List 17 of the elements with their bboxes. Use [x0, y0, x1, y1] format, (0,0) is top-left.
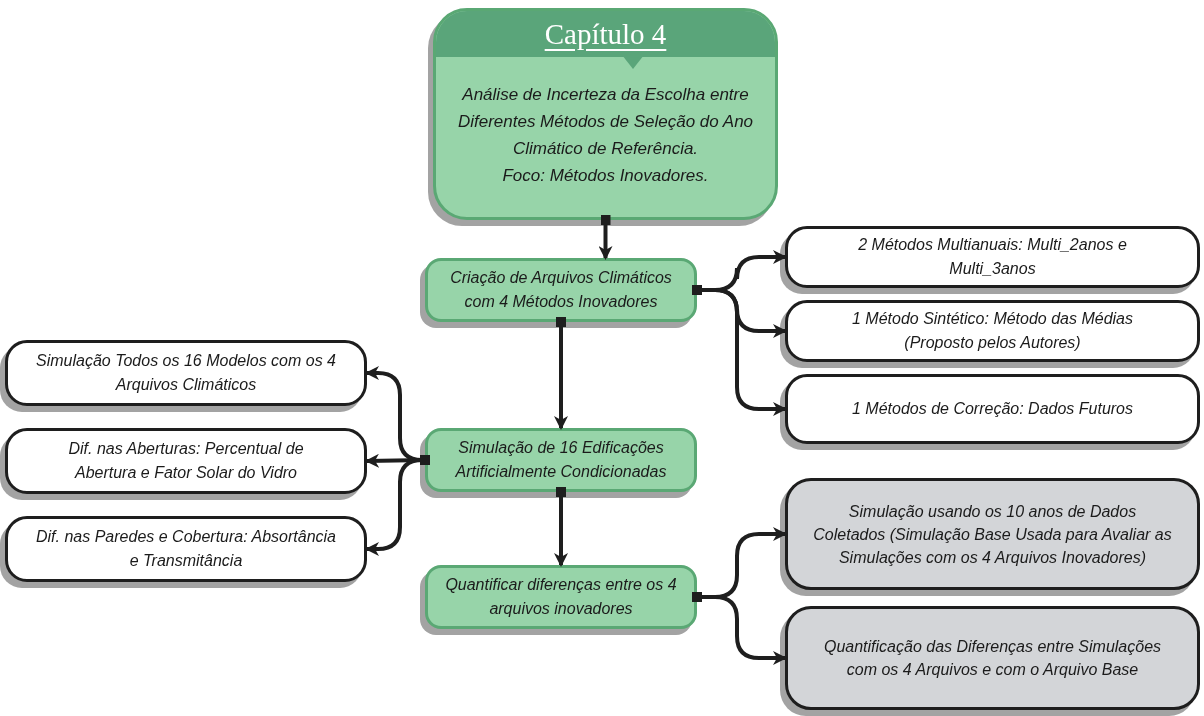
node-label: Dif. nas Paredes e Cobertura: Absortância e Transmitância	[35, 527, 337, 571]
node-label: 1 Métodos de Correção: Dados Futuros	[851, 399, 1134, 419]
node-label: Simulação Todos os 16 Modelos com os 4 Arquivos Climáticos	[35, 351, 337, 395]
node-label: Criação de Arquivos Climáticos com 4 Métodos Inovadores	[449, 268, 673, 312]
node-label: Simulação usando os 10 anos de Dados Coletados (Simulação Base Usada para Avaliar as Simulações com os 4 Arquivos Inovadores)	[812, 501, 1173, 568]
chapter-title: Capítulo 4	[544, 19, 667, 49]
chapter-text: Análise de Incerteza da Escolha entre Diferentes Métodos de Seleção do Ano Climático de Referência.	[456, 84, 755, 160]
arrow	[554, 487, 568, 567]
node-label: Quantificar diferenças entre os 4 arquivos inovadores	[444, 575, 678, 619]
node-label: 2 Métodos Multianuais: Multi_2anos e Multi_3anos	[857, 235, 1128, 279]
node-label: Simulação de 16 Edificações Artificialmente Condicionadas	[454, 438, 668, 482]
arrow	[598, 215, 613, 260]
chapter-text: Foco: Métodos Inovadores.	[501, 165, 710, 187]
node-label: 1 Método Sintético: Método das Médias (Proposto pelos Autores)	[850, 309, 1134, 353]
arrow	[554, 317, 568, 430]
node-label: Dif. nas Aberturas: Percentual de Abertura e Fator Solar do Vidro	[67, 439, 305, 483]
node-label: Quantificação das Diferenças entre Simulações com os 4 Arquivos e com o Arquivo Base	[822, 637, 1163, 680]
